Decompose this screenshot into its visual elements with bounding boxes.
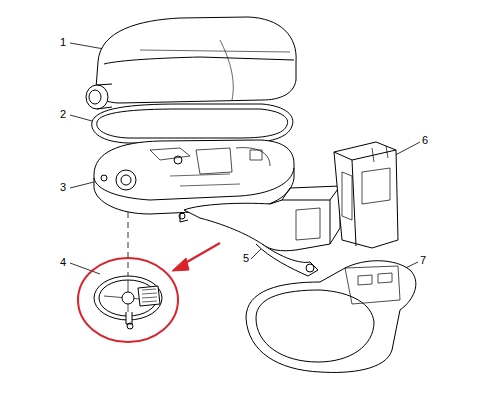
pointer-arrow (172, 243, 220, 271)
callout-number: 3 (60, 182, 66, 193)
gear-plate (94, 276, 162, 329)
gasket (92, 104, 293, 143)
bracket (179, 186, 340, 276)
callout-number: 1 (60, 37, 66, 48)
highlight-circle (78, 258, 178, 342)
callout-number: 6 (422, 135, 428, 146)
motor-housing (86, 17, 296, 109)
callout-number: 2 (60, 109, 66, 120)
base-plate (94, 140, 294, 214)
column (334, 142, 398, 248)
alignment-line (128, 212, 129, 276)
callout-number: 7 (420, 255, 426, 266)
callout-number: 5 (243, 253, 249, 264)
callout-number: 4 (60, 257, 66, 268)
mixer-base (246, 261, 416, 373)
